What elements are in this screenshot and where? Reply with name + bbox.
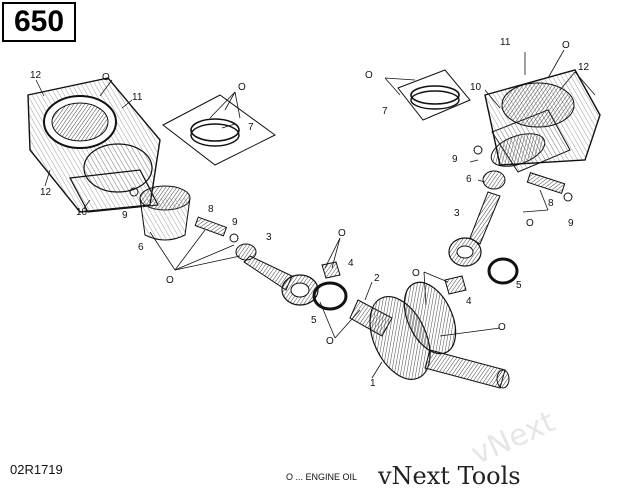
callout-3: 3 — [266, 232, 272, 243]
callout-oil: O — [166, 275, 174, 286]
callout-12: 12 — [40, 187, 52, 198]
callout-oil: O — [102, 72, 110, 83]
left-piston-rings[interactable] — [162, 94, 276, 166]
callout-oil: O — [498, 322, 506, 333]
diagram-code: 02R1719 — [10, 462, 63, 477]
right-piston-pin[interactable] — [473, 145, 573, 202]
callout-oil: O — [326, 336, 334, 347]
callout-9: 9 — [452, 154, 458, 165]
watermark: vNext Tools — [378, 462, 521, 490]
leader-lines — [35, 49, 596, 379]
callout-8: 8 — [208, 204, 214, 215]
callout-9: 9 — [122, 210, 128, 221]
callout-oil: O — [562, 40, 570, 51]
right-piston-rings[interactable] — [397, 69, 471, 121]
callout-6: 6 — [138, 242, 144, 253]
callout-9: 9 — [232, 217, 238, 228]
callout-oil: O — [412, 268, 420, 279]
legend-engine-oil: O ... ENGINE OIL — [286, 472, 358, 482]
right-rod-bearing[interactable] — [444, 257, 519, 295]
callout-2: 2 — [374, 273, 380, 284]
callout-oil: O — [526, 218, 534, 229]
callout-5: 5 — [516, 280, 522, 291]
left-rod-bearing[interactable] — [312, 261, 348, 311]
callout-10: 10 — [470, 82, 482, 93]
right-cylinder[interactable] — [484, 69, 601, 166]
callout-6: 6 — [466, 174, 472, 185]
callout-oil: O — [238, 82, 246, 93]
callout-3: 3 — [454, 208, 460, 219]
callout-5: 5 — [311, 315, 317, 326]
callout-10: 10 — [76, 207, 88, 218]
callout-11: 11 — [500, 37, 511, 48]
callout-12: 12 — [30, 70, 42, 81]
callout-7: 7 — [382, 106, 388, 117]
callout-oil: O — [338, 228, 346, 239]
left-piston-pin[interactable] — [129, 187, 239, 243]
callout-11: 11 — [132, 92, 143, 103]
left-piston[interactable] — [139, 185, 191, 241]
callout-8: 8 — [548, 198, 554, 209]
right-connecting-rod[interactable] — [448, 170, 506, 267]
callout-12: 12 — [578, 62, 590, 73]
callout-4: 4 — [466, 296, 472, 307]
callout-oil: O — [365, 70, 373, 81]
crankshaft[interactable] — [349, 274, 510, 389]
model-label: 650 — [2, 2, 76, 42]
left-connecting-rod[interactable] — [235, 243, 319, 306]
callout-1: 1 — [370, 378, 376, 389]
callout-labels: 12 O 11 12 10 9 O 7 6 8 9 O 3 O 4 5 O 2 … — [30, 37, 590, 389]
callout-7: 7 — [248, 122, 254, 133]
left-cylinder[interactable] — [27, 77, 161, 213]
callout-9: 9 — [568, 218, 574, 229]
callout-4: 4 — [348, 258, 354, 269]
